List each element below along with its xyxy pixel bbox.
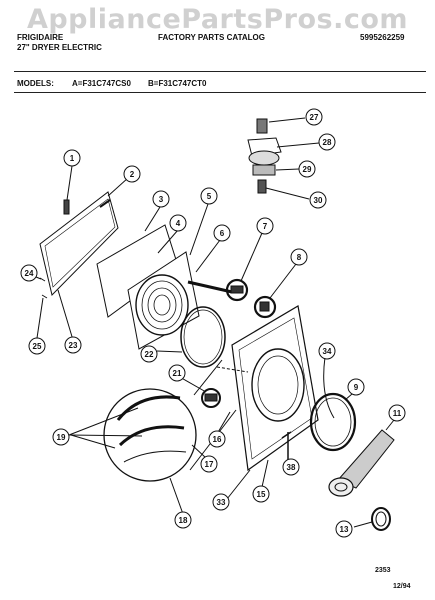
part-thermostat — [225, 232, 263, 302]
svg-text:7: 7 — [263, 222, 268, 231]
callout-21: 21 — [168, 364, 186, 382]
callout-34: 34 — [318, 342, 336, 360]
svg-text:8: 8 — [297, 253, 302, 262]
callout-15: 15 — [252, 485, 270, 503]
callout-29: 29 — [298, 160, 316, 178]
part-front-bulkhead — [216, 305, 319, 472]
svg-text:19: 19 — [57, 433, 66, 442]
part-sensor — [177, 375, 221, 408]
svg-text:1: 1 — [70, 154, 75, 163]
part-fuse — [253, 263, 297, 319]
callout-22: 22 — [140, 345, 158, 363]
callout-4: 4 — [169, 214, 187, 232]
catalog-title: FACTORY PARTS CATALOG — [158, 33, 265, 42]
svg-text:33: 33 — [217, 498, 226, 507]
svg-text:23: 23 — [69, 341, 78, 350]
model-b: B=F31C747CT0 — [148, 79, 207, 88]
callout-13: 13 — [335, 520, 353, 538]
drawing-date: 12/94 — [393, 583, 411, 590]
svg-text:28: 28 — [323, 138, 332, 147]
part-rear-panel — [39, 177, 129, 296]
part-drum-ring — [309, 392, 357, 452]
svg-text:34: 34 — [323, 347, 332, 356]
callout-17: 17 — [200, 455, 218, 473]
svg-text:15: 15 — [257, 490, 266, 499]
svg-text:29: 29 — [303, 165, 312, 174]
callout-27: 27 — [305, 108, 323, 126]
svg-text:25: 25 — [33, 342, 42, 351]
part-heater-housing — [127, 203, 233, 350]
part-clip — [63, 165, 73, 215]
svg-text:3: 3 — [159, 195, 164, 204]
callout-30: 30 — [309, 191, 327, 209]
svg-text:9: 9 — [354, 383, 359, 392]
model-a: A=F31C747CS0 — [72, 79, 131, 88]
callout-3: 3 — [152, 190, 170, 208]
callout-2: 2 — [123, 165, 141, 183]
svg-text:38: 38 — [287, 463, 296, 472]
svg-text:21: 21 — [173, 369, 182, 378]
header-rule-top — [14, 71, 426, 72]
svg-text:13: 13 — [340, 525, 349, 534]
svg-text:18: 18 — [179, 516, 188, 525]
svg-text:27: 27 — [310, 113, 319, 122]
part-seal — [353, 507, 391, 531]
svg-text:6: 6 — [220, 229, 225, 238]
part-seal-ring — [156, 306, 226, 368]
callout-8: 8 — [290, 248, 308, 266]
callout-19: 19 — [52, 428, 70, 446]
svg-text:4: 4 — [176, 219, 181, 228]
svg-text:16: 16 — [213, 435, 222, 444]
catalog-number: 5995262259 — [360, 33, 405, 42]
callout-18: 18 — [174, 511, 192, 529]
callout-25: 25 — [28, 337, 46, 355]
callout-5: 5 — [200, 187, 218, 205]
header-rule-bottom — [14, 92, 426, 93]
callout-38: 38 — [282, 458, 300, 476]
part-felt-seal — [323, 356, 335, 419]
drawing-code: 2353 — [375, 567, 391, 574]
svg-text:11: 11 — [393, 409, 402, 418]
callout-11: 11 — [388, 404, 406, 422]
svg-text:2: 2 — [130, 170, 135, 179]
part-lint-duct — [328, 419, 395, 497]
part-screws — [30, 274, 48, 339]
svg-text:24: 24 — [25, 269, 34, 278]
models-label: MODELS: — [17, 79, 54, 88]
callout-24: 24 — [20, 264, 38, 282]
callout-7: 7 — [256, 217, 274, 235]
part-timer-assembly — [247, 117, 320, 200]
callout-1: 1 — [63, 149, 81, 167]
callout-28: 28 — [318, 133, 336, 151]
callout-9: 9 — [347, 378, 365, 396]
watermark: AppliancePartsPros.com — [26, 4, 409, 35]
callout-labels: 1 2 3 4 5 6 7 8 9 11 13 15 16 17 18 19 2… — [20, 108, 406, 538]
callout-16: 16 — [208, 430, 226, 448]
product-label: 27" DRYER ELECTRIC — [17, 43, 102, 52]
svg-text:5: 5 — [207, 192, 212, 201]
svg-text:30: 30 — [314, 196, 323, 205]
svg-text:22: 22 — [145, 350, 154, 359]
callout-33: 33 — [212, 493, 230, 511]
callout-23: 23 — [64, 336, 82, 354]
svg-text:17: 17 — [205, 460, 214, 469]
brand-label: FRIGIDAIRE — [17, 33, 64, 42]
callout-6: 6 — [213, 224, 231, 242]
